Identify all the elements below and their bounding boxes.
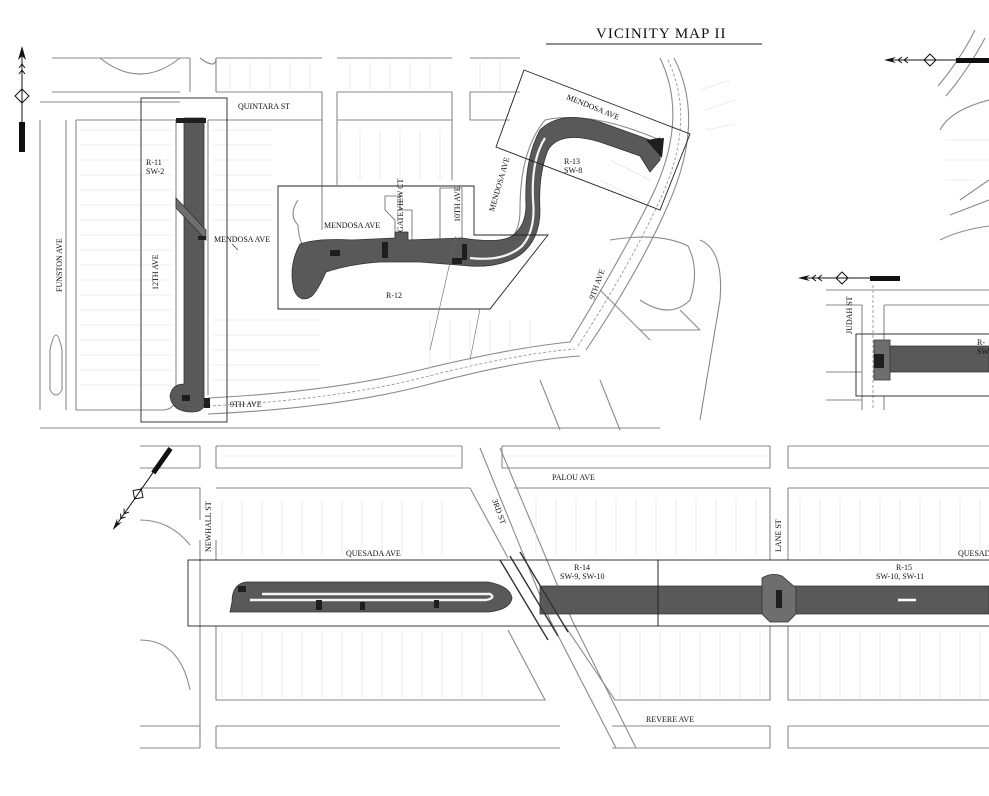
gateview-ct-label: GATEVIEW CT [396, 178, 405, 232]
region-r13-sw-label: SW-8 [564, 166, 582, 175]
north-arrow-icon [112, 446, 173, 531]
mendosa-ave-left-label: MENDOSA AVE [214, 235, 270, 244]
bottom-region-frames [187, 559, 989, 627]
region-r11-sw-label: SW-2 [146, 167, 164, 176]
region-r15-label: R-15 [896, 563, 912, 572]
palou-ave-label: PALOU AVE [552, 473, 595, 482]
lane-st-label: LANE ST [774, 519, 783, 552]
north-arrow-icon [798, 271, 900, 285]
region-r13-label: R-13 [564, 157, 580, 166]
newhall-st-label: NEWHALL ST [204, 501, 213, 552]
judah-panel: JUDAH ST R- SW- [798, 271, 989, 410]
ninth-ave-bottom-label: 9TH AVE [230, 400, 262, 409]
quesada-right-label: QUESADA [958, 549, 989, 558]
top-panel-streets [39, 57, 736, 431]
region-r14-sw-label: SW-9, SW-10 [560, 572, 604, 581]
mendosa-ave-mid-label: MENDOSA AVE [324, 221, 380, 230]
tenth-ave-label: 10TH AVE [453, 186, 462, 222]
twelfth-ave-paving [169, 117, 210, 413]
region-r14-label: R-14 [574, 563, 590, 572]
region-frame-r11 [140, 97, 228, 423]
region-r12-label: R-12 [386, 291, 402, 300]
region-partial-sw-label: SW- [977, 347, 989, 356]
bottom-panel-streets [139, 445, 989, 749]
twelfth-ave-label: 12TH AVE [151, 254, 160, 290]
region-frame-partial [855, 333, 989, 397]
region-r15-sw-label: SW-10, SW-11 [876, 572, 924, 581]
north-arrow-icon [14, 46, 30, 152]
third-st-label: 3RD ST [490, 498, 508, 526]
top-region-frames [140, 69, 691, 423]
judah-st-label: JUDAH ST [845, 296, 854, 334]
map-title: VICINITY MAP II [596, 26, 727, 42]
quesada-ave-paving [229, 551, 989, 641]
quintara-st-label: QUINTARA ST [238, 102, 290, 111]
region-partial-label: R- [977, 338, 985, 347]
mendosa-ave-paving [291, 116, 664, 300]
region-frame-r13 [495, 69, 691, 211]
revere-ave-label: REVERE AVE [646, 715, 694, 724]
north-arrow-icon [884, 53, 989, 67]
region-frame-r15 [657, 559, 989, 627]
region-r11-label: R-11 [146, 158, 162, 167]
region-frame-r12 [277, 185, 549, 310]
top-right-panel [884, 29, 989, 241]
funston-ave-label: FUNSTON AVE [55, 238, 64, 292]
mendosa-ave-vertical-label: MENDOSA AVE [487, 156, 511, 213]
quesada-ave-label: QUESADA AVE [346, 549, 401, 558]
